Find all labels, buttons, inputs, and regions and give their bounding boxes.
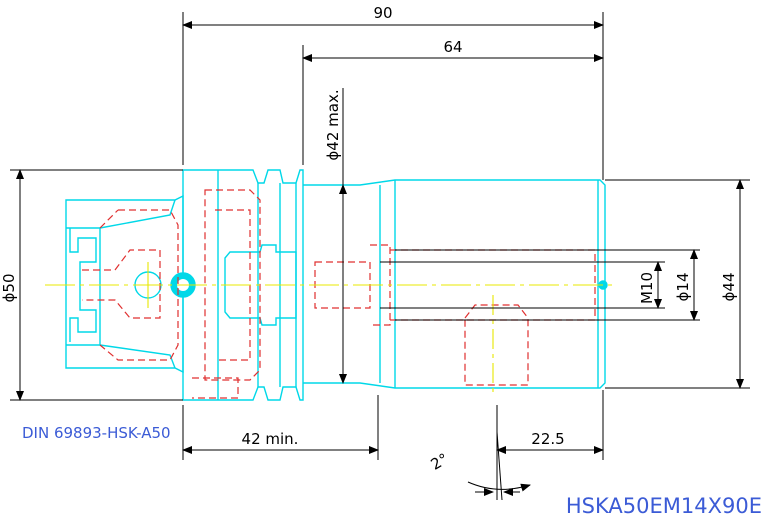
- dim-dia-42-max: ϕ42 max.: [324, 89, 342, 160]
- dim-dia-44: ϕ44: [720, 273, 738, 302]
- dimension-lines: [10, 12, 750, 501]
- dim-angle: 2°: [428, 450, 452, 474]
- dim-dia-50: ϕ50: [0, 274, 18, 303]
- hidden-lines: [82, 189, 596, 399]
- standard-label: DIN 69893-HSK-A50: [22, 424, 171, 442]
- part-number: HSKA50EM14X90E: [566, 494, 762, 518]
- dim-overall-length: 90: [373, 4, 392, 22]
- dim-thread: M10: [638, 272, 656, 304]
- dim-len-22-5: 22.5: [531, 430, 564, 448]
- dim-dia-14: ϕ14: [674, 273, 692, 302]
- dim-length-64: 64: [443, 38, 462, 56]
- dim-min-42: 42 min.: [242, 430, 299, 448]
- centerlines: [45, 262, 615, 395]
